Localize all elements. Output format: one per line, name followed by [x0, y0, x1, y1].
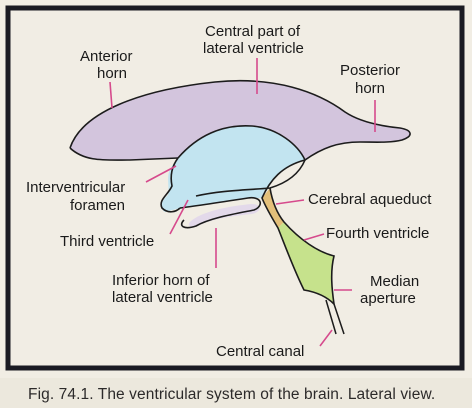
- label-anterior-horn-line2: horn: [97, 65, 127, 82]
- label-median-aperture-line2: aperture: [360, 290, 416, 307]
- label-central-part-line1: Central part of: [205, 23, 301, 40]
- label-third-ventricle: Third ventricle: [60, 233, 154, 250]
- label-central-canal: Central canal: [216, 343, 304, 360]
- label-median-aperture-line1: Median: [370, 273, 419, 290]
- figure-caption: Fig. 74.1. The ventricular system of the…: [0, 378, 472, 408]
- label-posterior-horn-line2: horn: [355, 80, 385, 97]
- label-fourth-ventricle: Fourth ventricle: [326, 225, 429, 242]
- label-interventricular-line2: foramen: [70, 197, 125, 214]
- label-interventricular-line1: Interventricular: [26, 179, 125, 196]
- label-inferior-horn-line1: Inferior horn of: [112, 272, 210, 289]
- label-cerebral-aqueduct: Cerebral aqueduct: [308, 191, 432, 208]
- label-inferior-horn-line2: lateral ventricle: [112, 289, 213, 306]
- label-anterior-horn-line1: Anterior: [80, 48, 133, 65]
- label-central-part-line2: lateral ventricle: [203, 40, 304, 57]
- caption-text: Fig. 74.1. The ventricular system of the…: [28, 386, 435, 404]
- label-posterior-horn-line1: Posterior: [340, 62, 400, 79]
